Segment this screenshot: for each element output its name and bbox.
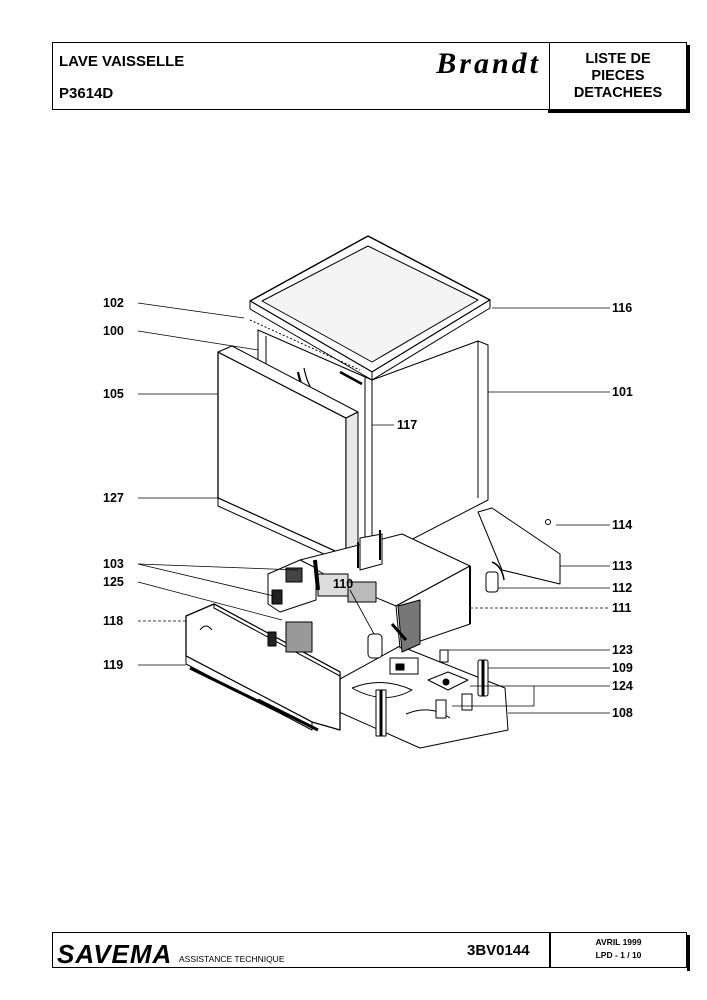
footer-shadow [687,935,690,971]
part-label-111: 111 [612,601,632,615]
issue-date: AVRIL 1999 [595,937,642,947]
part-label-114: 114 [612,518,632,532]
part-label-112: 112 [612,581,632,595]
document-code: 3BV0144 [467,942,530,959]
leader-lines [137,302,610,714]
part-label-125: 125 [103,575,124,589]
date-page-box: AVRIL 1999 LPD - 1 / 10 [549,933,686,967]
door-drawing [217,345,359,565]
footer: SAVEMA ASSISTANCE TECHNIQUE 3BV0144 AVRI… [52,932,687,969]
model-number: P3614D [59,85,114,102]
part-label-113: 113 [612,559,632,573]
document-title-box: LISTE DE PIECES DETACHEES [549,43,686,109]
header-shadow [548,110,690,113]
company-logo: SAVEMA [57,939,173,969]
part-labels: 102 100 105 127 103 125 118 119 110 116 … [103,296,633,720]
worktop-drawing [249,235,491,381]
part-label-102: 102 [103,296,124,310]
part-label-116: 116 [612,301,632,315]
header-main: LAVE VAISSELLE P3614D Brandt [53,43,549,109]
department-label: ASSISTANCE TECHNIQUE [179,954,285,964]
part-label-105: 105 [103,387,124,401]
part-label-124: 124 [612,679,633,693]
header: LAVE VAISSELLE P3614D Brandt LISTE DE PI… [52,42,687,110]
part-label-100: 100 [103,324,124,338]
part-label-118: 118 [103,614,123,628]
part-label-127: 127 [103,491,124,505]
dispenser-drawing [267,559,320,613]
page-number: LPD - 1 / 10 [595,950,642,960]
part-label-123: 123 [612,643,633,657]
part-label-110: 110 [333,577,353,591]
part-label-101: 101 [612,385,633,399]
hose-and-small-parts-drawing [427,507,561,697]
part-label-109: 109 [612,661,633,675]
document-title-line: LISTE DE [585,50,651,67]
product-title: LAVE VAISSELLE [59,53,185,70]
part-label-103: 103 [103,557,124,571]
header-shadow [687,45,690,113]
part-label-117: 117 [397,418,417,432]
brand-logo: Brandt [436,47,541,80]
part-label-108: 108 [612,706,633,720]
control-panel-drawing [185,603,341,732]
pump-drawing [367,623,419,675]
document-title-line: PIECES [591,67,645,84]
part-label-119: 119 [103,658,123,672]
document-title-line: DETACHEES [573,84,663,101]
